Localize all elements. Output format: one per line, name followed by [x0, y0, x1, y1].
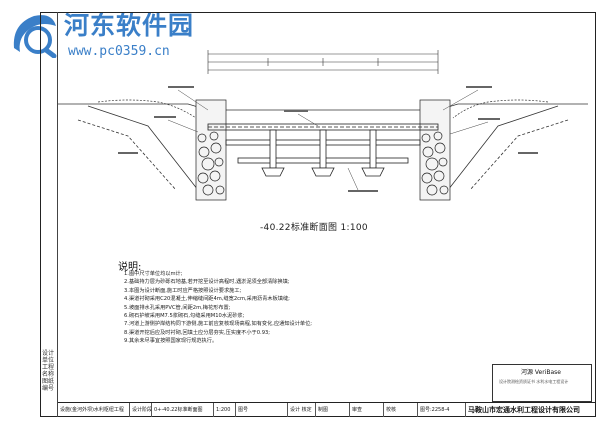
note-line: 9.其余未尽事宜按照国家现行规范执行。 [124, 338, 218, 345]
ground-line [58, 99, 588, 119]
title-cell-checked: 校核 [384, 403, 418, 417]
title-cell-company: 马鞍山市宏通水利工程设计有限公司 [468, 406, 580, 414]
title-cell-drawing-no: 图号:2258-4 [418, 403, 466, 417]
note-line: 3.本图为设计断面,施工时应严格按照设计要求施工; [124, 287, 242, 294]
note-line: 7.河道上游侧护岸结构同下游侧,施工前应复核现场高程,如有变化,应通知设计单位; [124, 321, 313, 328]
section-title: -40.22标准断面图 1:100 [260, 223, 368, 233]
watermark-url: www.pc0359.cn [68, 44, 170, 59]
stamp-logo-text: 河源 VeriBase [521, 369, 561, 376]
title-cell-project: 设施(金河外坝)水利枢纽工程 [58, 403, 130, 417]
title-cell-number: 图号 [236, 403, 288, 417]
title-cell-drafted: 制图 [316, 403, 350, 417]
dimension-lines [207, 50, 439, 74]
annotation-leaders [167, 89, 489, 191]
title-cell-reviewed: 审查 [350, 403, 384, 417]
note-line: 2.基础持力层为砂砾石地基,若开挖至设计高程时,遇淤泥须全部清除换填; [124, 279, 290, 286]
note-line: 8.渠道开挖后应及时衬砌,回填土应分层夯实,压实度不小于0.93; [124, 329, 271, 336]
left-strip-text: 设计单位 工程名称 图纸编号 [42, 350, 55, 392]
right-stone-pier [419, 99, 451, 201]
watermark: 河东软件园 www.pc0359.cn [4, 2, 214, 66]
annotation-marks [118, 86, 538, 192]
notes-heading: 说明: [118, 262, 142, 273]
title-cell-design: 设计 核定 [288, 403, 316, 417]
title-cell-scale: 1:200 [214, 403, 236, 417]
notes-list: 1.图中尺寸单位均以m计; 2.基础持力层为砂砾石地基,若开挖至设计高程时,遇淤… [124, 270, 424, 346]
drawing-frame [40, 12, 596, 417]
note-line: 6.砌石护坡采用M7.5浆砌石,勾缝采用M10水泥砂浆; [124, 313, 245, 320]
watermark-logo-icon [13, 15, 57, 58]
title-block: 设施(金河外坝)水利枢纽工程 设计阶段 0+-40.22标准断面图 1:200 … [58, 402, 596, 417]
stamp-sub-text: 设计院测绘资质证书 水利水电工程设计 [499, 379, 569, 384]
left-info-strip [40, 12, 58, 417]
title-cell-stage: 设计阶段 [130, 403, 152, 417]
title-cell-drawing-name: 0+-40.22标准断面图 [152, 403, 214, 417]
note-line: 5.坡面排水孔采用PVC管,间距2m,梅花形布置; [124, 304, 231, 311]
note-line: 1.图中尺寸单位均以m计; [124, 271, 183, 277]
design-stamp: 河源 VeriBase 设计院测绘资质证书 水利水电工程设计 [492, 364, 592, 402]
cross-section-drawing [58, 50, 588, 201]
slopes [77, 105, 569, 191]
piles [261, 129, 385, 177]
watermark-title: 河东软件园 [64, 11, 195, 40]
note-line: 4.渠道衬砌采用C20混凝土,伸缩缝间距4m,缝宽2cm,采用沥青木板填缝; [124, 296, 290, 303]
left-stone-pier [195, 99, 227, 201]
